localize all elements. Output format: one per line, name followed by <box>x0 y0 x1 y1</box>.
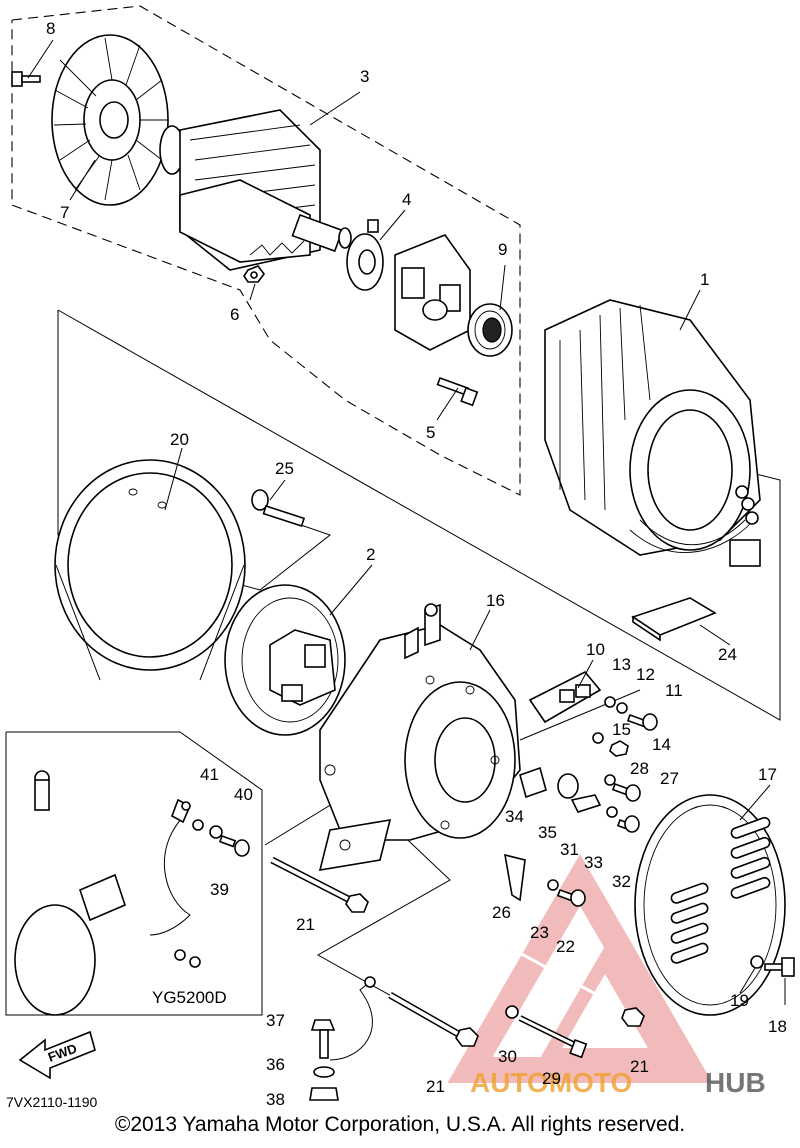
copyright-footer: ©2013 Yamaha Motor Corporation, U.S.A. A… <box>114 1113 686 1136</box>
callout-2: 2 <box>366 545 375 564</box>
callout-17: 17 <box>758 765 777 784</box>
callout-26: 25 <box>275 459 294 478</box>
callout-labels: 8 7 3 4 6 9 5 1 20 25 2 16 24 10 13 12 1… <box>46 19 787 1109</box>
bolt-8 <box>11 71 41 87</box>
callout-38: 37 <box>266 1011 285 1030</box>
callout-40: 39 <box>210 880 229 899</box>
inset-frame <box>5 731 263 1016</box>
callout-41: 40 <box>234 785 253 804</box>
bolt-21-upper <box>270 856 369 913</box>
bolt-21-lower <box>388 991 479 1047</box>
assembly-line-main <box>57 310 332 591</box>
callout-22: 21 <box>630 1057 649 1076</box>
callout-25: 24 <box>718 645 737 664</box>
small-parts-27-24-23 <box>503 853 586 907</box>
callout-8: 8 <box>46 19 55 38</box>
bearing-9 <box>467 303 513 357</box>
nut-6 <box>243 265 265 283</box>
callout-37: 36 <box>266 1055 285 1074</box>
callout-35: 34 <box>505 807 524 826</box>
callout-12: 12 <box>636 665 655 684</box>
callout-19: 19 <box>730 991 749 1010</box>
callout-14: 14 <box>652 735 671 754</box>
pad-25 <box>631 597 717 642</box>
svg-text:HUB: HUB <box>705 1067 766 1098</box>
callout-10: 10 <box>586 640 605 659</box>
callout-13: 13 <box>612 655 631 674</box>
callout-15: 15 <box>612 720 631 739</box>
brush-bracket-10 <box>528 670 602 724</box>
callout-5: 5 <box>426 423 435 442</box>
callout-7: 7 <box>60 203 69 222</box>
callout-36: 35 <box>538 823 557 842</box>
assembly-line-stator <box>57 309 781 721</box>
bolt-26 <box>251 489 306 527</box>
callout-27: 26 <box>492 903 511 922</box>
inset-model-label: YG5200D <box>152 988 227 1007</box>
watermark-text: AUTOMOTO HUB <box>470 1067 766 1098</box>
callout-16: 16 <box>486 591 505 610</box>
bolt-30 <box>518 1015 588 1059</box>
rotor-assembly <box>159 109 352 271</box>
svg-text:AUTOMOTO: AUTOMOTO <box>470 1067 632 1098</box>
callout-31: 30 <box>498 1047 517 1066</box>
front-housing-16 <box>318 603 521 871</box>
callout-30: 29 <box>542 1069 561 1088</box>
callout-4: 4 <box>402 190 411 209</box>
callout-9: 9 <box>498 240 507 259</box>
cooling-fan <box>51 34 169 206</box>
callout-21-upper: 21 <box>296 915 315 934</box>
callout-39: 38 <box>266 1090 285 1109</box>
assembly-line-cover <box>519 689 641 741</box>
callout-3: 3 <box>360 67 369 86</box>
cover-band-20 <box>54 459 246 681</box>
callout-28: 27 <box>660 769 679 788</box>
callout-34: 33 <box>584 853 603 872</box>
callout-20: 20 <box>170 430 189 449</box>
callout-18: 18 <box>768 1017 787 1036</box>
washer-31 <box>505 1005 519 1019</box>
fasteners-19-18 <box>750 955 795 977</box>
callout-21-lower: 21 <box>426 1077 445 1096</box>
inset-wire-harness-40 <box>14 770 250 1016</box>
bolt-5 <box>436 376 479 407</box>
callout-42: 41 <box>200 765 219 784</box>
leader-lines <box>27 39 786 1005</box>
exciter-coil <box>394 234 471 351</box>
ground-wire <box>309 976 376 1101</box>
end-cover-17 <box>634 794 786 1016</box>
callout-6: 6 <box>230 305 239 324</box>
stator-1 <box>544 299 761 567</box>
callout-11: 11 <box>665 681 683 700</box>
callout-29: 28 <box>630 759 649 778</box>
callout-24: 23 <box>530 923 549 942</box>
assembly-outline-3 <box>11 5 521 496</box>
callout-23: 22 <box>556 937 575 956</box>
part-code: 7VX2110-1190 <box>6 1094 98 1110</box>
rear-housing-2 <box>224 584 346 736</box>
stud-22 <box>504 943 645 1027</box>
callout-33: 32 <box>612 872 631 891</box>
fwd-arrow-icon: FWD <box>18 1030 96 1080</box>
callout-32: 31 <box>560 840 579 859</box>
watermark-logo <box>447 854 713 1083</box>
callout-1: 1 <box>700 270 709 289</box>
bracket-plate-4 <box>346 219 384 291</box>
small-fasteners <box>519 696 658 833</box>
